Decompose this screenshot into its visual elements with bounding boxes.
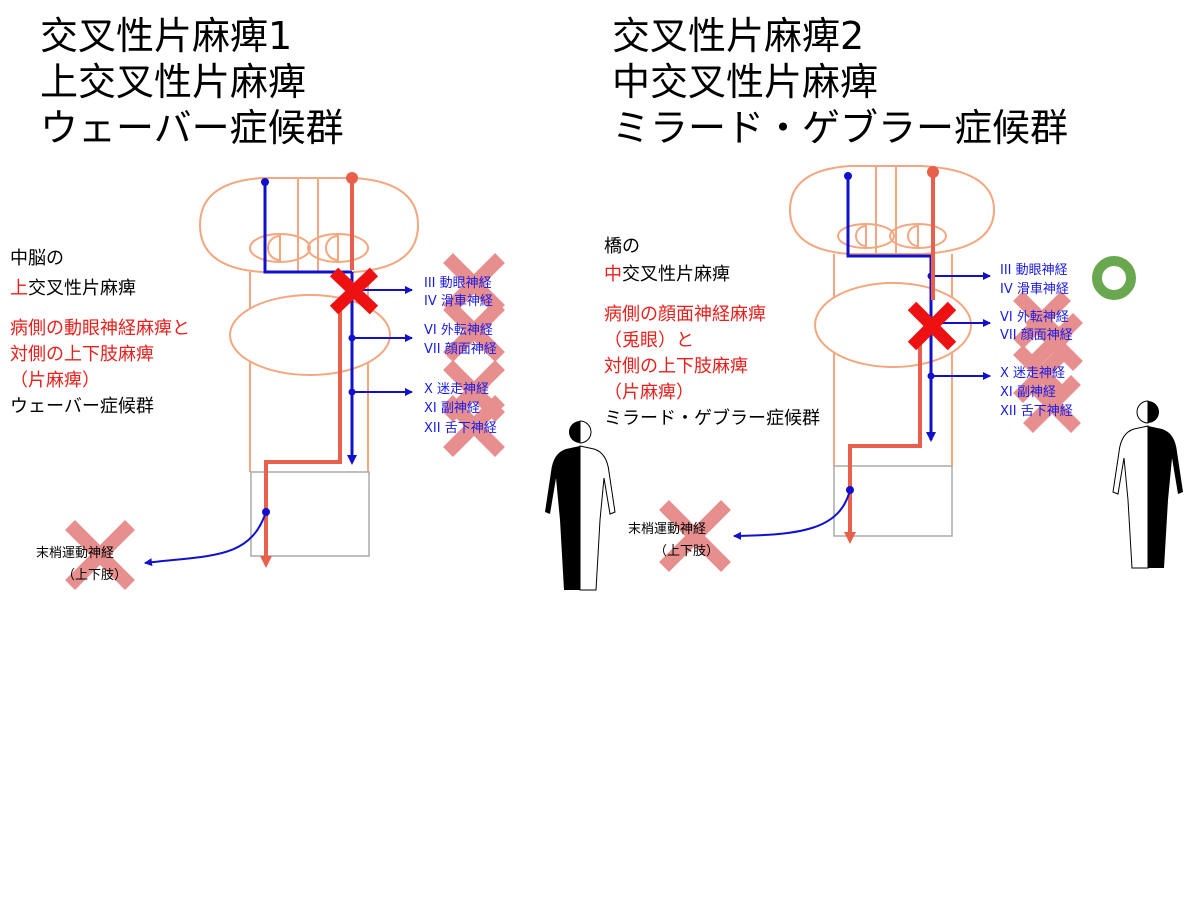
left-title-line-3: ウェーバー症候群 — [40, 106, 344, 150]
right-nerve-III: III 動眼神経 — [1000, 263, 1068, 278]
left-nerve-XII: XII 舌下神経 — [424, 421, 497, 436]
left-nerve-pathway — [263, 182, 352, 274]
left-nerve-VI: VI 外転神経 — [424, 323, 493, 338]
left-peripheral-nerve — [144, 511, 267, 567]
left-midbrain-outline — [198, 177, 299, 273]
left-peripheral-sub: （上下肢） — [62, 568, 128, 583]
left-body-silhouette — [545, 420, 616, 591]
left-lesion-x — [329, 267, 379, 315]
left-nerve-X: X 迷走神経 — [424, 382, 490, 397]
right-region-label: 中交叉性片麻痺 — [604, 262, 730, 288]
right-syndrome-name: ミラード・ゲブラー症候群 — [604, 408, 820, 429]
right-affected-marks — [659, 291, 1083, 572]
left-pons-outline — [229, 294, 391, 376]
left-nerve-VII: VII 顔面神経 — [424, 342, 497, 357]
right-lesion-x — [907, 301, 957, 351]
right-title-line-3: ミラード・ゲブラー症候群 — [612, 106, 1069, 150]
left-syndrome-name: ウェーバー症候群 — [10, 396, 154, 417]
right-brainstem — [733, 165, 996, 544]
right-nerve-IV: IV 滑車神経 — [1000, 282, 1069, 297]
right-spinal-cord — [833, 465, 953, 537]
left-title-line-1: 交叉性片麻痺1 — [40, 14, 293, 58]
right-symptom-2: （兎眼）と — [604, 330, 694, 351]
left-nerve-XI: XI 副神経 — [424, 401, 480, 416]
left-symptom-2: 対側の上下肢麻痺 — [10, 344, 154, 365]
left-region-rest: 交叉性片麻痺 — [28, 278, 136, 299]
normal-ring-icon — [1092, 256, 1136, 300]
left-nerve-III: III 動眼神経 — [424, 276, 492, 291]
left-region-label: 上交叉性片麻痺 — [10, 276, 136, 302]
right-title-line-1: 交叉性片麻痺2 — [612, 14, 865, 58]
right-symptom-1: 病側の顔面神経麻痺 — [604, 304, 766, 325]
left-symptom-3: （片麻痺） — [10, 370, 100, 391]
left-brainstem — [144, 172, 420, 568]
left-affected-marks — [65, 253, 505, 590]
left-nerve-IV: IV 滑車神経 — [424, 294, 493, 309]
right-nerve-VII: VII 顔面神経 — [1000, 328, 1073, 343]
left-spinal-cord — [250, 471, 370, 557]
right-pons-outline — [814, 282, 972, 368]
left-peripheral-label: 末梢運動神経 — [36, 546, 115, 561]
right-nerve-VI: VI 外転神経 — [1000, 310, 1069, 325]
left-title-line-2: 上交叉性片麻痺 — [40, 60, 307, 104]
left-symptom-1: 病側の動眼神経麻痺と — [10, 318, 190, 339]
left-region-prefix: 中脳の — [10, 248, 64, 269]
right-nerve-XI: XI 副神経 — [1000, 385, 1056, 400]
left-region-highlight: 上 — [10, 278, 28, 299]
right-symptom-4: （片麻痺） — [604, 382, 694, 403]
right-symptom-3: 対側の上下肢麻痺 — [604, 356, 748, 377]
right-region-highlight: 中 — [604, 264, 622, 285]
right-peripheral-label: 末梢運動神経 — [628, 522, 707, 537]
right-peripheral-sub: （上下肢） — [654, 544, 720, 559]
right-region-prefix: 橋の — [604, 236, 640, 257]
right-region-rest: 交叉性片麻痺 — [622, 264, 730, 285]
right-title-line-2: 中交叉性片麻痺 — [612, 60, 879, 104]
right-nerve-XII: XII 舌下神経 — [1000, 404, 1073, 419]
right-body-silhouette — [1112, 400, 1183, 569]
right-nerve-X: X 迷走神経 — [1000, 366, 1066, 381]
